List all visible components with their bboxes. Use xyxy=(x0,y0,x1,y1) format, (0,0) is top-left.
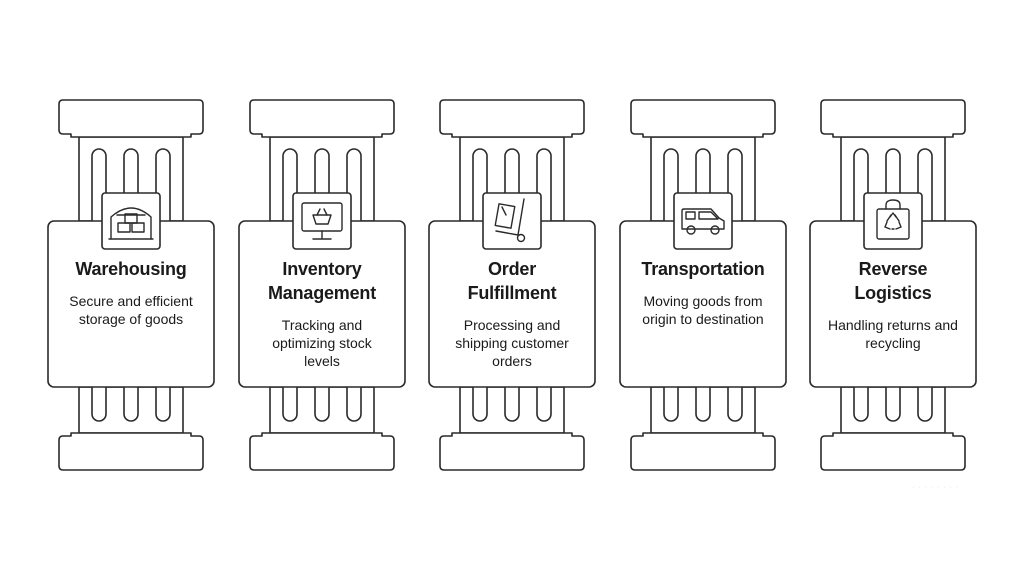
pillar-title: Management xyxy=(267,283,377,303)
pillar-description: Tracking and xyxy=(281,317,363,333)
pillar-transportation xyxy=(619,99,787,471)
pillar-title: Order xyxy=(487,259,537,279)
pillar-capital xyxy=(820,99,966,138)
recycle-bag-icon xyxy=(863,192,923,250)
hand-truck-icon xyxy=(482,192,542,250)
pillar-base xyxy=(58,432,204,471)
pillar-title: Warehousing xyxy=(75,259,187,279)
pillar-capital xyxy=(439,99,585,138)
pillar-title: Transportation xyxy=(641,259,765,279)
pillar-description: Secure and efficient xyxy=(69,293,193,309)
pillar-description: Moving goods from xyxy=(643,293,763,309)
pillar-title: Logistics xyxy=(854,283,932,303)
pillar-title: Inventory xyxy=(282,259,362,279)
watermark: · · · · · · · · xyxy=(912,484,960,491)
pillar-base xyxy=(820,432,966,471)
pillar-description: Processing and xyxy=(463,317,561,333)
warehouse-icon xyxy=(101,192,161,250)
pillar-description: optimizing stock xyxy=(272,335,372,351)
pillar-base xyxy=(439,432,585,471)
pillar-order-fulfillment xyxy=(428,99,596,471)
pillar-description: recycling xyxy=(865,335,921,351)
pillar-title: Fulfillment xyxy=(467,283,557,303)
pillar-description: storage of goods xyxy=(78,311,184,327)
pillar-capital xyxy=(249,99,395,138)
pillar-description: origin to destination xyxy=(642,311,764,327)
pillar-capital xyxy=(58,99,204,138)
delivery-van-icon xyxy=(673,192,733,250)
pillar-inventory-management xyxy=(238,99,406,471)
pillar-capital xyxy=(630,99,776,138)
pillar-title: Reverse xyxy=(858,259,928,279)
monitor-basket-icon xyxy=(292,192,352,250)
pillar-description: shipping customer xyxy=(455,335,569,351)
pillar-description: Handling returns and xyxy=(828,317,958,333)
pillar-warehousing xyxy=(47,99,215,471)
pillar-description: levels xyxy=(304,353,340,369)
pillar-base xyxy=(630,432,776,471)
pillar-reverse-logistics xyxy=(809,99,977,471)
pillar-base xyxy=(249,432,395,471)
pillar-description: orders xyxy=(492,353,532,369)
